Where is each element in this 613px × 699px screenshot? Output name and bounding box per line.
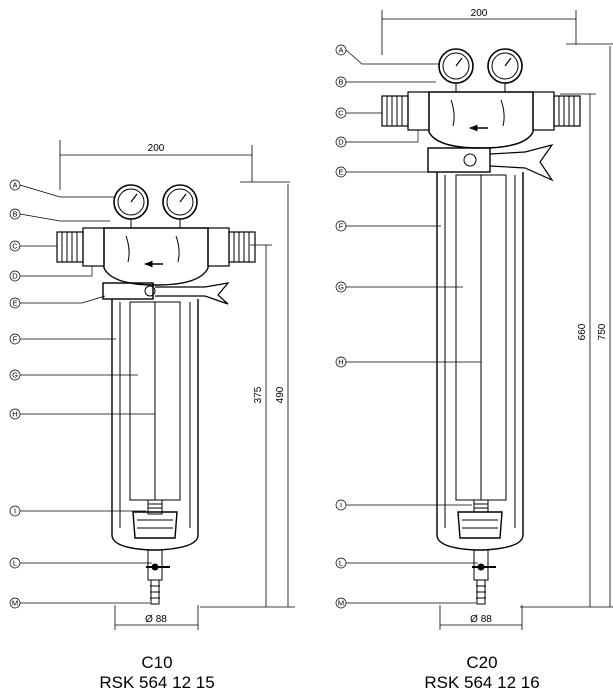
c20-caption: C20 RSK 564 12 16 [382,653,582,693]
callout-a: A [12,181,17,190]
c20-height-outer-dimension: 750 [597,323,608,340]
c10-caption: C10 RSK 564 12 15 [57,653,257,693]
callout-c: C [338,109,344,118]
callout-l: L [13,559,17,568]
callout-f: F [339,222,344,231]
c20-code-label: RSK 564 12 16 [424,673,540,692]
c10-callout-letters: A B C D E F G H I L M [12,181,18,608]
c10-height-inner-dimension: 375 [253,386,264,403]
c20-callout-letters: A B C D E F G H I L M [338,46,344,608]
c10-width-dimension: 200 [148,143,165,154]
callout-f: F [13,335,18,344]
callout-d: D [12,272,18,281]
c10-code-label: RSK 564 12 15 [99,673,215,692]
c20-width-dimension: 200 [471,8,488,19]
callout-i: I [14,507,16,516]
callout-h: H [338,358,343,367]
callout-i: I [340,501,342,510]
filter-c10 [9,140,295,630]
callout-h: H [12,410,17,419]
c20-diameter-dimension: Ø 88 [470,614,492,625]
callout-d: D [338,138,344,147]
callout-c: C [12,242,18,251]
filter-c20 [335,10,613,630]
callout-a: A [338,46,343,55]
c20-height-inner-dimension: 660 [577,323,588,340]
c20-model-label: C20 [466,653,498,672]
callout-m: M [338,599,344,608]
callout-e: E [12,299,17,308]
callout-b: B [338,78,343,87]
callout-m: M [12,599,18,608]
c10-height-outer-dimension: 490 [275,386,286,403]
c10-diameter-dimension: Ø 88 [145,614,167,625]
callout-b: B [12,210,17,219]
callout-g: G [338,283,344,292]
callout-l: L [339,559,343,568]
c10-model-label: C10 [141,653,173,672]
callout-g: G [12,371,18,380]
callout-e: E [338,168,343,177]
